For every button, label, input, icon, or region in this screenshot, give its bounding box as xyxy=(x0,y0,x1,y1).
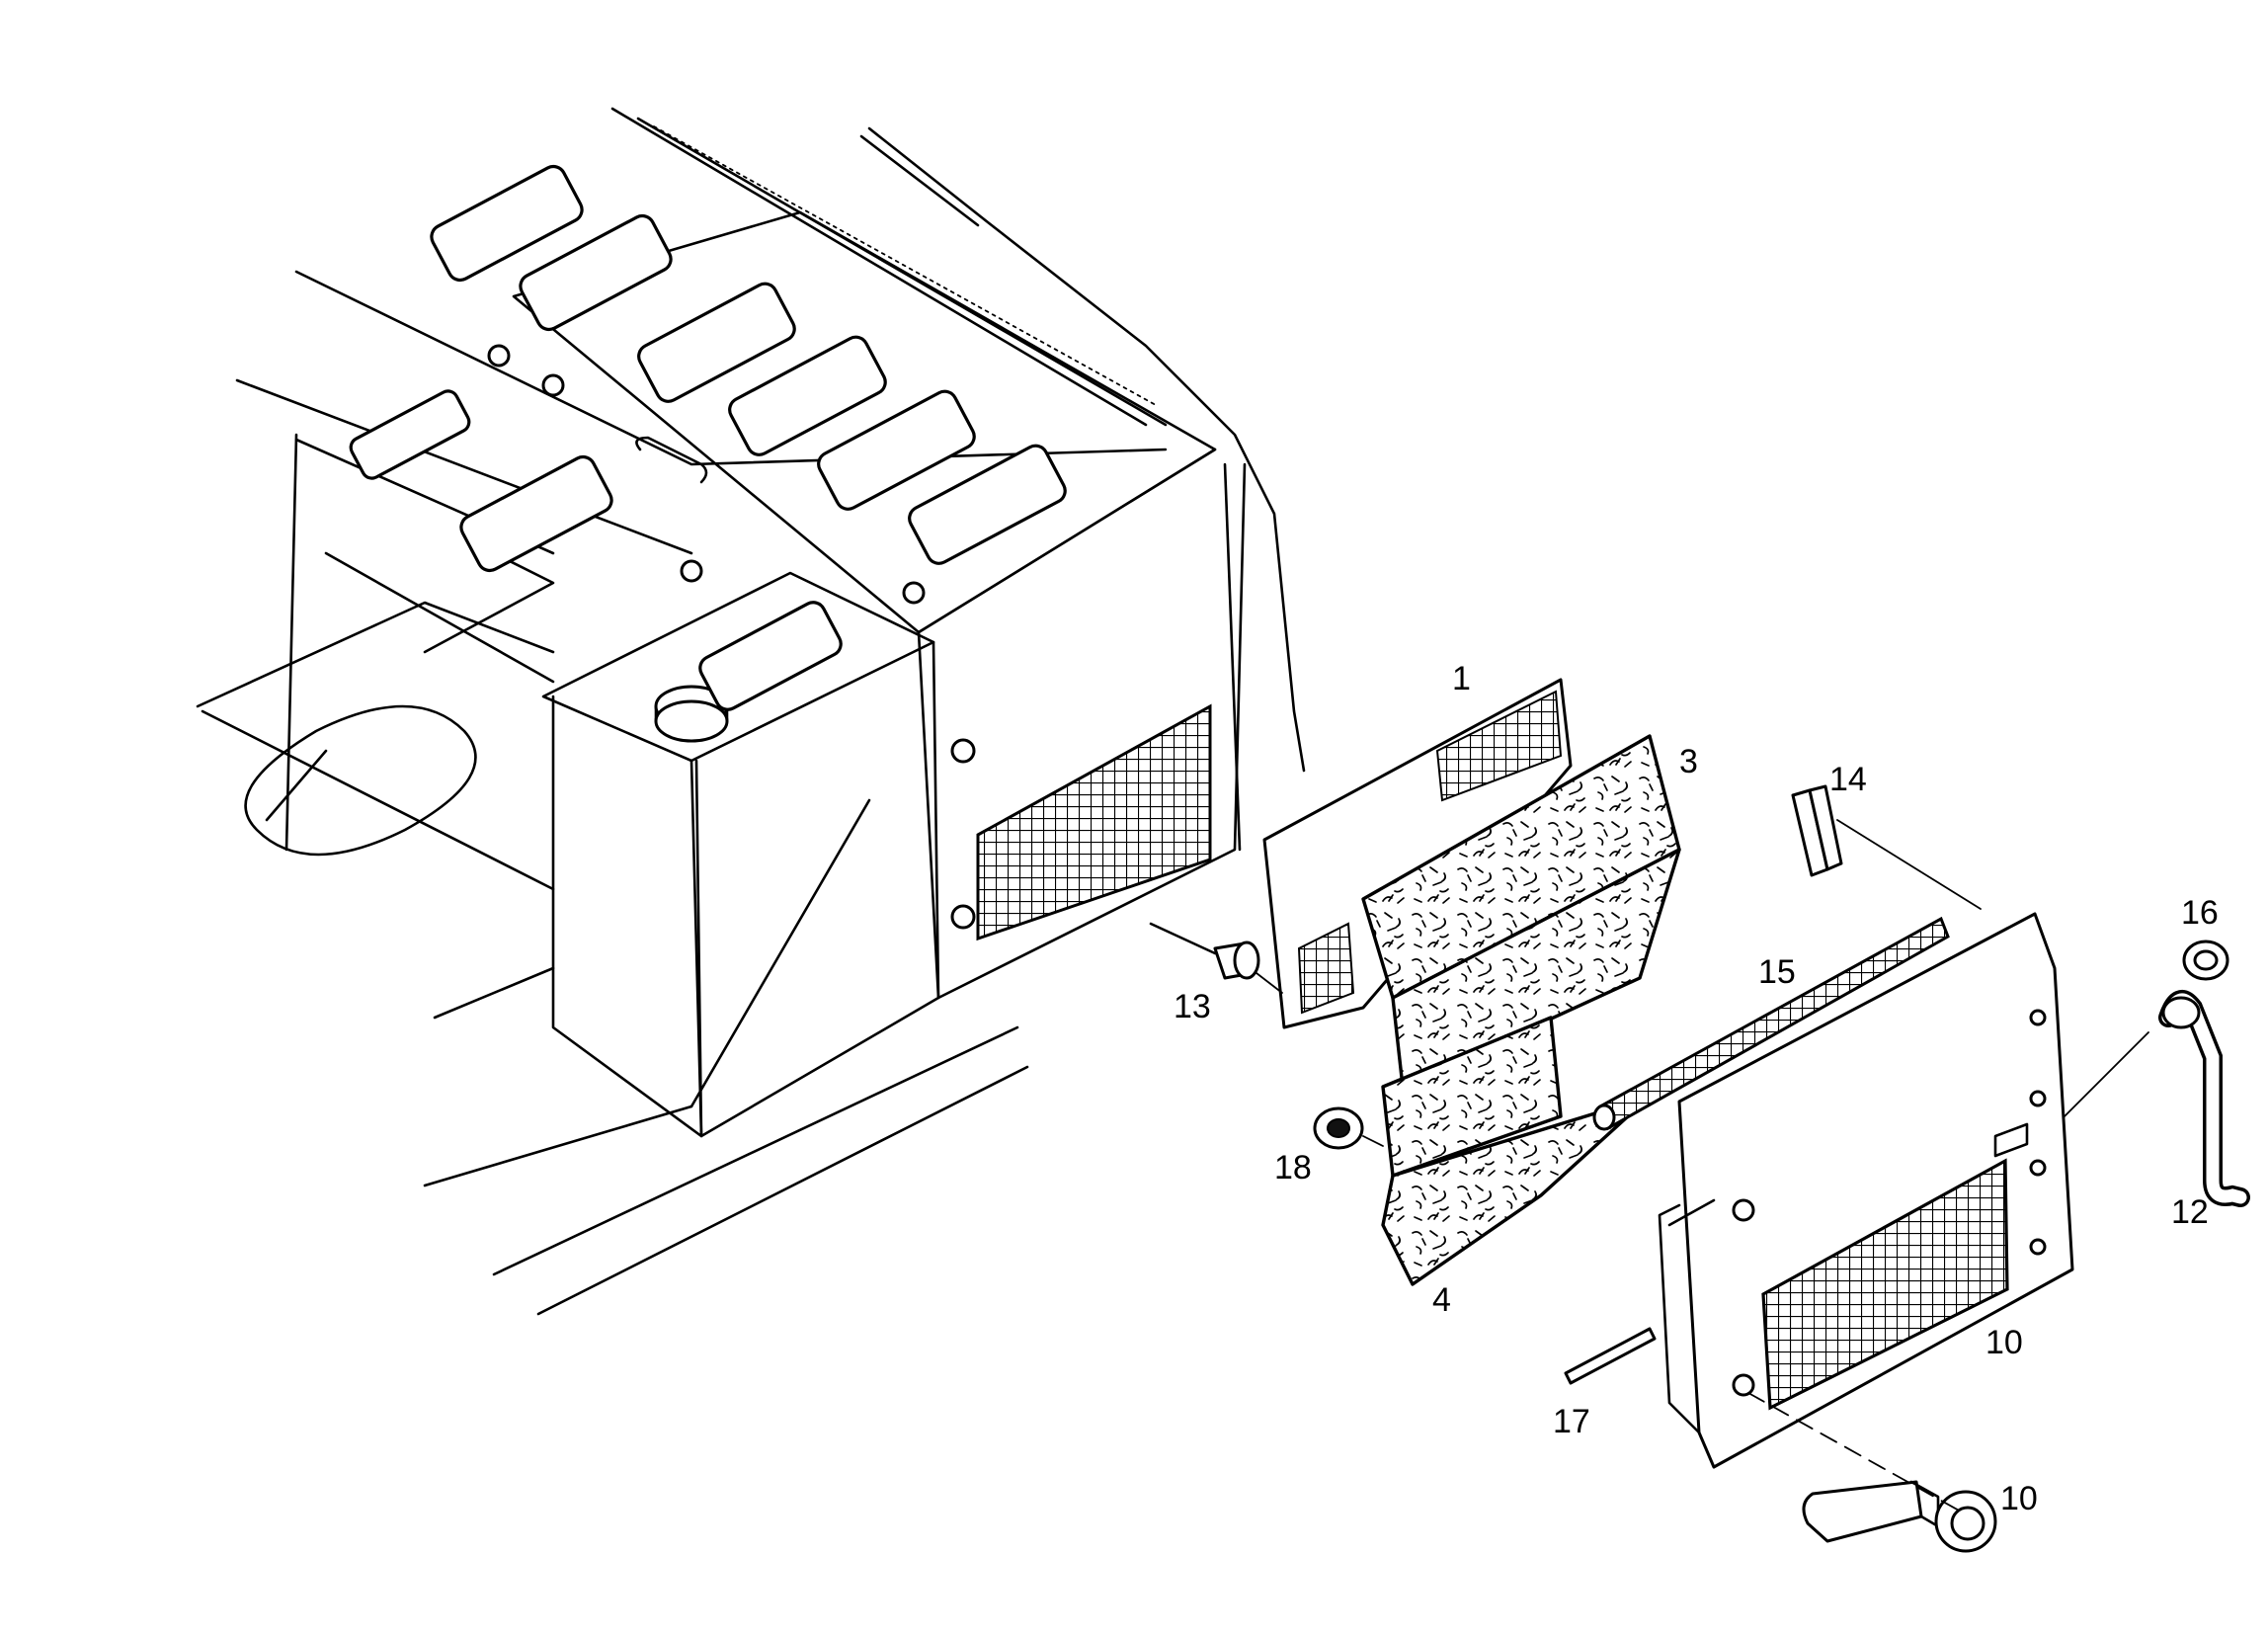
part-12-handle-rod xyxy=(2158,990,2250,1207)
part-13-rivet xyxy=(1149,922,1260,980)
callout-12: 12 xyxy=(2171,1193,2209,1231)
part-18-grommet-icon xyxy=(1313,1106,1364,1150)
part-16-washer-icon xyxy=(2182,940,2229,981)
callout-10-door: 10 xyxy=(1985,1324,2023,1361)
callout-13: 13 xyxy=(1174,988,1211,1025)
callout-3: 3 xyxy=(1679,743,1698,780)
part-3-foam-pad xyxy=(1361,734,1681,1089)
part-17-pin xyxy=(1564,1327,1657,1385)
callout-4: 4 xyxy=(1432,1281,1451,1319)
callout-16: 16 xyxy=(2181,894,2219,932)
machine-body xyxy=(196,107,1306,1316)
part-10-latch xyxy=(1802,1480,1997,1553)
part-14-clip xyxy=(1791,784,1843,877)
callout-14: 14 xyxy=(1829,761,1867,798)
part-1-screen-panel xyxy=(1262,678,1573,1029)
callout-18: 18 xyxy=(1274,1149,1312,1186)
filler-cap-icon xyxy=(654,685,729,743)
callout-15: 15 xyxy=(1758,953,1796,991)
callout-10-latch: 10 xyxy=(2000,1480,2038,1517)
part-15-seal-strip xyxy=(1592,916,1950,1131)
callout-1: 1 xyxy=(1452,660,1471,697)
part-10-access-door xyxy=(1658,912,2074,1469)
callout-17: 17 xyxy=(1553,1403,1590,1440)
